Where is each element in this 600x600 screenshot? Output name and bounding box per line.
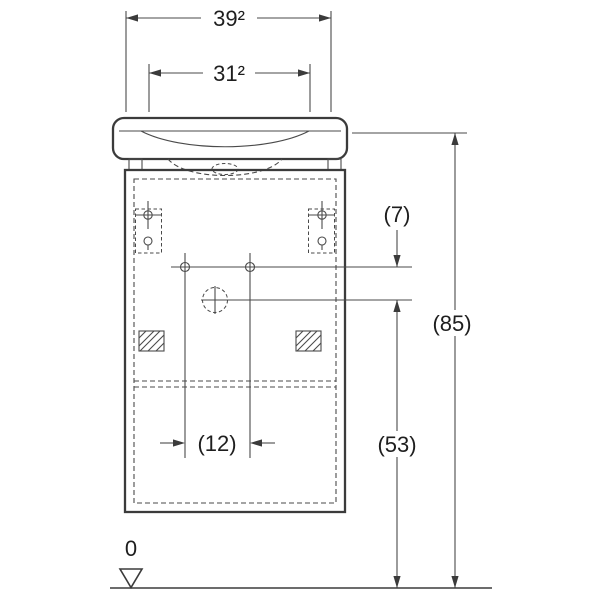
basin-mount-right <box>327 158 342 171</box>
label-background <box>371 431 423 457</box>
datum-triangle-icon <box>118 568 144 590</box>
hatch-line <box>295 330 304 339</box>
arrowhead-right <box>319 14 331 22</box>
rail-section-right <box>295 330 322 352</box>
dimension-outer-width: 39² <box>125 6 332 112</box>
arrowhead-down <box>451 576 459 588</box>
keyhole-mark <box>317 236 327 246</box>
supply-connections <box>171 253 412 281</box>
connection-mark-right <box>244 261 256 273</box>
drain-pipe-hidden-circle <box>202 287 228 313</box>
basin-bowl-front-edge <box>140 130 310 148</box>
dim-inner-width-label: 31² <box>213 61 245 86</box>
hatch-line <box>155 342 165 352</box>
hatch-line <box>296 330 318 352</box>
hatch-line <box>139 330 161 352</box>
dimension-hole-row-offset: (7) <box>384 202 411 267</box>
screw-hole-mark <box>143 210 153 220</box>
arrowhead-down <box>393 576 401 588</box>
dim-hole-spacing-label: (12) <box>197 431 236 456</box>
arrowhead-up <box>393 300 401 312</box>
washbasin <box>111 116 349 177</box>
rail-outline <box>295 330 322 352</box>
basin-bowl-hidden-edge <box>167 158 283 177</box>
hatch-line <box>138 330 147 339</box>
cabinet-inner-hidden-outline <box>133 178 337 504</box>
arrowhead-right <box>250 439 262 447</box>
dim-connection-height-label: (53) <box>377 432 416 457</box>
mounting-plate-right <box>308 201 335 254</box>
arrowhead-up <box>451 133 459 145</box>
label-background <box>203 62 255 84</box>
arrowhead-left <box>173 439 185 447</box>
dim-total-height-label: (85) <box>432 311 471 336</box>
datum-level-label: 0 <box>125 536 137 561</box>
screw-hole-mark <box>317 210 327 220</box>
keyhole-mark <box>143 236 153 246</box>
basin-outline <box>111 116 349 161</box>
arrowhead-left <box>126 14 138 22</box>
dim-outer-width-label: 39² <box>213 6 245 31</box>
dim-hole-row-offset-label: (7) <box>384 202 411 227</box>
cabinet-outline <box>123 168 347 514</box>
dimension-total-height: (85) <box>352 132 481 588</box>
hatch-line <box>295 330 312 347</box>
rail-section-left <box>138 330 165 352</box>
hatch-line <box>312 342 322 352</box>
dimension-connection-height: (53) <box>371 300 423 588</box>
label-background <box>426 310 481 336</box>
connection-mark-left <box>179 261 191 273</box>
arrowhead-left <box>149 69 161 77</box>
basin-mount-left <box>128 158 143 171</box>
hatch-line <box>147 334 165 352</box>
floor-datum: 0 <box>110 536 492 590</box>
mounting-plate-left <box>135 201 162 254</box>
dimension-inner-width: 31² <box>148 61 311 112</box>
label-background <box>201 7 257 29</box>
cabinet <box>123 168 412 514</box>
dimension-hole-spacing: (12) <box>160 281 275 458</box>
drain-connection <box>201 286 412 314</box>
hatch-line <box>304 334 322 352</box>
arrowhead-down <box>393 255 401 267</box>
hatch-line <box>138 330 155 347</box>
rail-outline <box>138 330 165 352</box>
arrowhead-right <box>298 69 310 77</box>
